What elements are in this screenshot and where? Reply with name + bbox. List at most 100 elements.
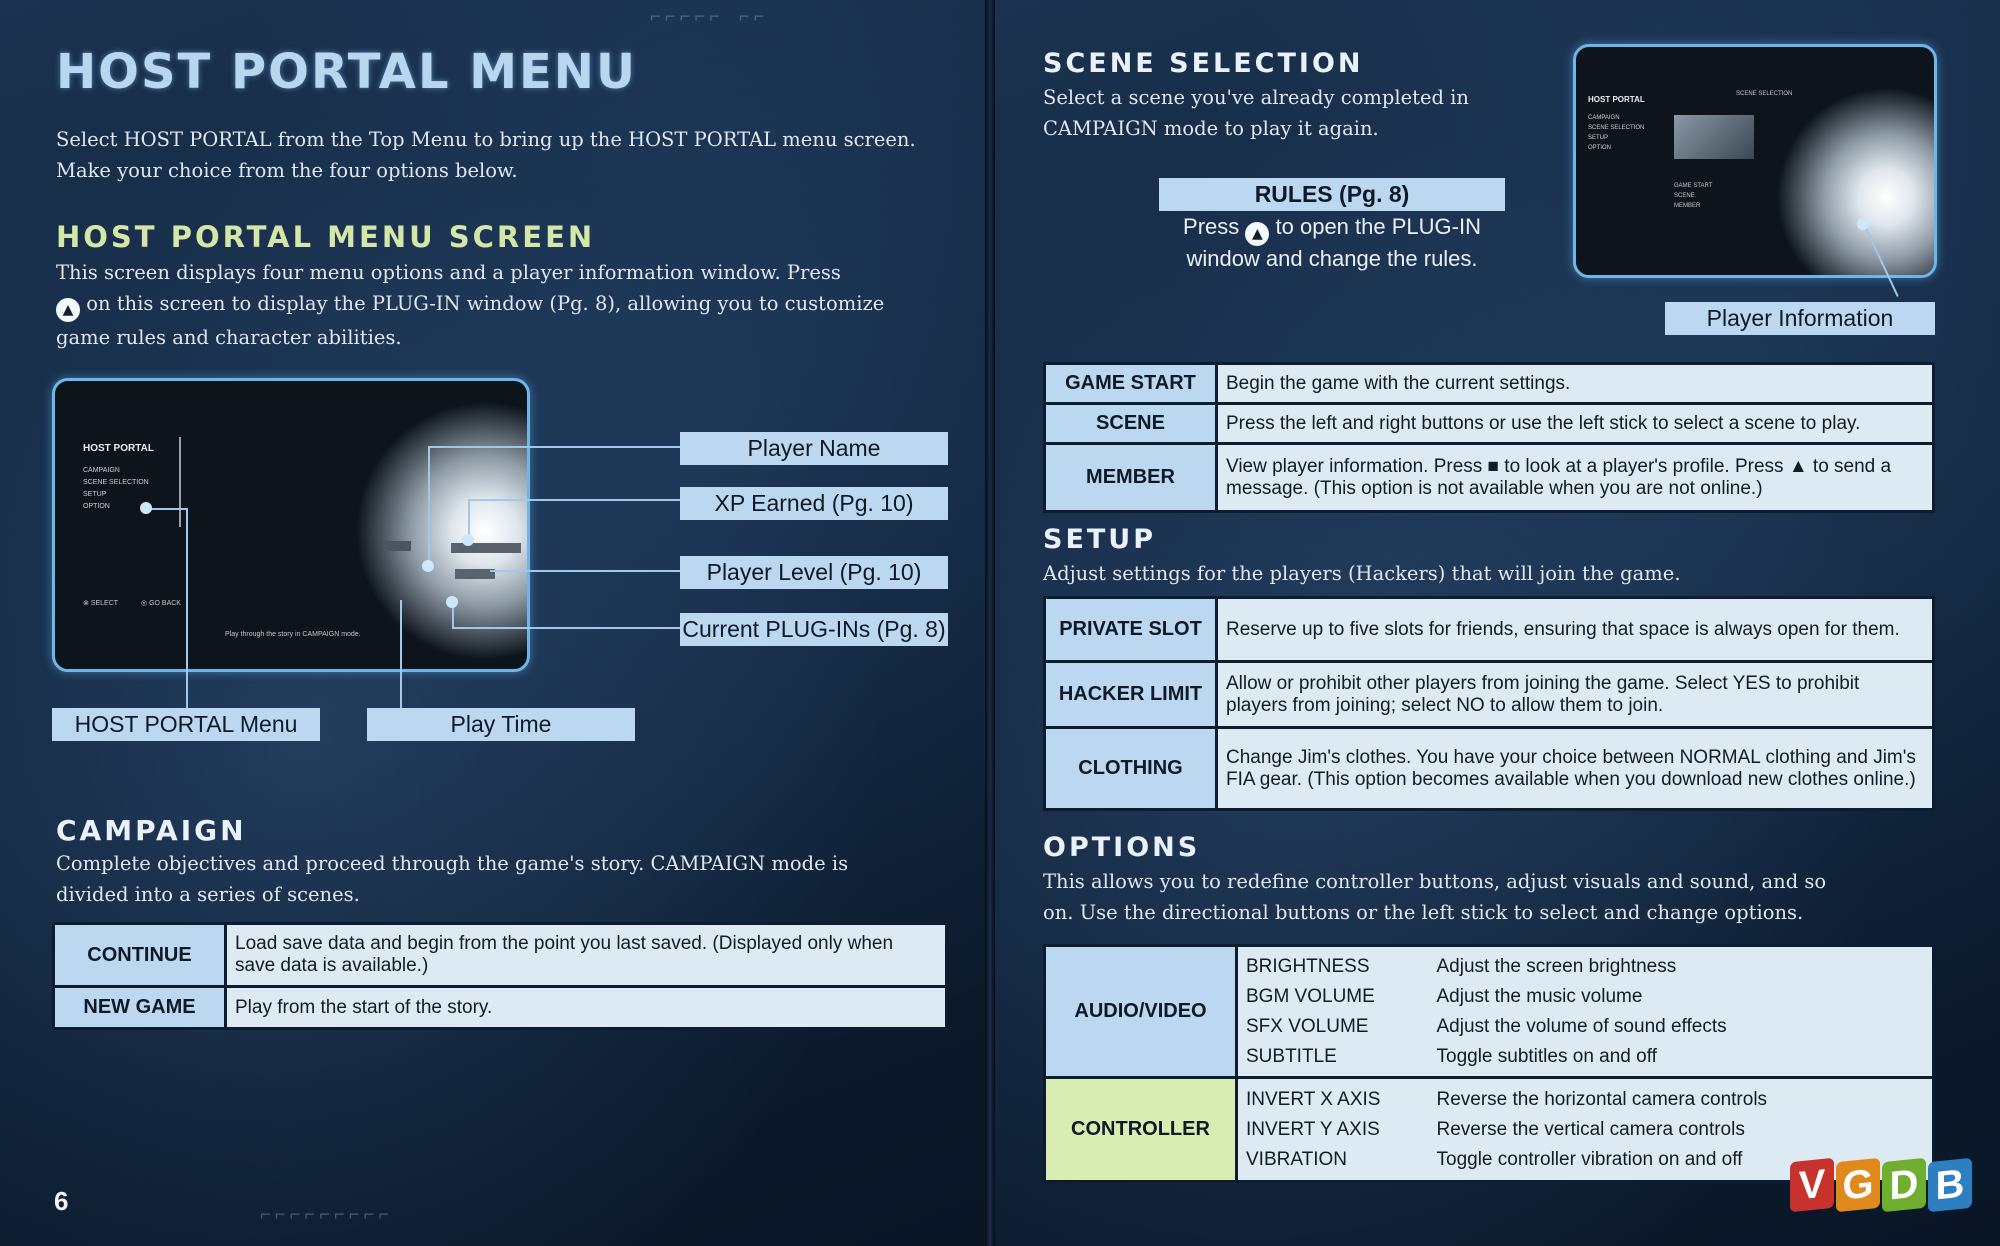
scene-table: GAME START Begin the game with the curre… [1043,362,1935,513]
watermark-letter: G [1836,1157,1880,1213]
option-name: BGM VOLUME [1246,985,1375,1007]
host-portal-screenshot: HOST PORTAL CAMPAIGN SCENE SELECTION SET… [52,378,530,672]
continue-key: CONTINUE [52,922,227,988]
screenshot-select-label: SELECT [90,600,119,607]
triangle-button-icon: ▲ [1245,222,1270,246]
screenshot-playtime-box [383,541,411,551]
table-row: NEW GAME Play from the start of the stor… [52,985,948,1030]
setup-table: PRIVATE SLOT Reserve up to five slots fo… [1043,596,1935,811]
leader-line-player-name-v [428,446,430,566]
leader-dot-plugins [446,596,458,608]
screen-text: This screen displays four menu options a… [56,257,884,353]
options-heading: OPTIONS [1043,832,1201,863]
leader-dot-menu [140,502,152,514]
leader-line-menu [186,508,188,710]
option-name: SUBTITLE [1246,1045,1337,1067]
option-name: BRIGHTNESS [1246,955,1370,977]
private-slot-key: PRIVATE SLOT [1043,596,1218,663]
scene-line-1: Select a scene you've already completed … [1043,86,1469,109]
callout-rules: RULES (Pg. 8) [1159,178,1505,211]
screenshot-menu-item: CAMPAIGN [1588,115,1620,121]
right-page: SCENE SELECTION Select a scene you've al… [995,0,2000,1246]
new-game-value: Play from the start of the story. [224,985,948,1030]
table-row: CLOTHING Change Jim's clothes. You have … [1043,726,1935,811]
leader-line-player-name [428,446,680,448]
triangle-button-icon: ▲ [56,298,80,322]
watermark-letter: B [1928,1157,1972,1213]
leader-line-menu-h [148,508,188,510]
screenshot-name-box [451,543,521,553]
screenshot-back-label: GO BACK [149,600,181,607]
screenshot-menu-item: OPTION [83,503,110,510]
campaign-table: CONTINUE Load save data and begin from t… [52,922,948,1030]
option-name: INVERT Y AXIS [1246,1118,1380,1140]
screenshot-panel-item: GAME START [1674,183,1713,189]
page-title: HOST PORTAL MENU [56,44,637,100]
table-row: SCENE Press the left and right buttons o… [1043,402,1935,445]
private-slot-value: Reserve up to five slots for friends, en… [1215,596,1935,663]
leader-line-plugins [452,627,680,629]
member-value: View player information. Press ■ to look… [1215,442,1935,513]
screen-line-1: This screen displays four menu options a… [56,261,841,284]
setup-heading: SETUP [1043,524,1157,555]
screenshot-select: ⊗ SELECT [83,600,119,607]
option-desc: Adjust the volume of sound effects [1436,1015,1727,1037]
option-desc: Toggle controller vibration on and off [1436,1148,1743,1170]
table-row: MEMBER View player information. Press ■ … [1043,442,1935,513]
member-key: MEMBER [1043,442,1218,513]
watermark-letter: V [1790,1157,1834,1213]
callout-player-level: Player Level (Pg. 10) [680,556,948,589]
setup-text: Adjust settings for the players (Hackers… [1043,562,1681,585]
table-row: AUDIO/VIDEO BRIGHTNESS BGM VOLUME SFX VO… [1043,944,1935,1079]
screenshot-hint: Play through the story in CAMPAIGN mode. [225,631,361,638]
option-name: SFX VOLUME [1246,1015,1369,1037]
page-gutter [985,0,995,1246]
screenshot-menu-item: CAMPAIGN [83,467,120,474]
callout-play-time: Play Time [367,708,635,741]
campaign-line-1: Complete objectives and proceed through … [56,852,849,875]
scene-value: Press the left and right buttons or use … [1215,402,1935,445]
intro-line-1: Select HOST PORTAL from the Top Menu to … [56,128,916,151]
intro-line-2: Make your choice from the four options b… [56,159,518,182]
callout-current-plugins: Current PLUG-INs (Pg. 8) [680,613,948,646]
screenshot-menu-item: SCENE SELECTION [1588,125,1645,131]
controller-key: CONTROLLER [1043,1076,1238,1183]
audio-video-items: BRIGHTNESS BGM VOLUME SFX VOLUME SUBTITL… [1235,944,1429,1079]
scene-heading: SCENE SELECTION [1043,48,1364,79]
screenshot-menu-item: SETUP [1588,135,1609,141]
leader-line-playtime [400,600,402,710]
campaign-text: Complete objectives and proceed through … [56,848,848,910]
new-game-key: NEW GAME [52,985,227,1030]
screenshot-menu-title: HOST PORTAL [1588,95,1645,104]
option-desc: Adjust the music volume [1436,985,1643,1007]
table-row: HACKER LIMIT Allow or prohibit other pla… [1043,660,1935,729]
screenshot-menu-item: OPTION [1588,145,1612,151]
intro-text: Select HOST PORTAL from the Top Menu to … [56,124,916,186]
option-desc: Toggle subtitles on and off [1436,1045,1657,1067]
audio-video-key: AUDIO/VIDEO [1043,944,1238,1079]
leader-line-xp-v [468,499,470,539]
hacker-limit-key: HACKER LIMIT [1043,660,1218,729]
campaign-line-2: divided into a series of scenes. [56,883,360,906]
screenshot-divider [179,437,181,527]
leader-dot-name [422,560,434,572]
leader-dot-player-info [1857,218,1869,230]
campaign-heading: CAMPAIGN [56,814,247,847]
screenshot-level-box [455,569,495,579]
screenshot-menu-item: SETUP [83,491,107,498]
table-row: PRIVATE SLOT Reserve up to five slots fo… [1043,596,1935,663]
rules-text-b: to open the PLUG-IN [1275,214,1481,239]
scene-key: SCENE [1043,402,1218,445]
leader-line-plugins-v [452,600,454,627]
table-row: CONTINUE Load save data and begin from t… [52,922,948,988]
option-name: VIBRATION [1246,1148,1347,1170]
game-start-key: GAME START [1043,362,1218,405]
option-desc: Reverse the horizontal camera controls [1436,1088,1768,1110]
screen-heading: HOST PORTAL MENU SCREEN [56,220,596,254]
callout-player-name: Player Name [680,432,948,465]
watermark-letter: D [1882,1157,1926,1213]
rules-text-c: window and change the rules. [1186,246,1478,271]
screenshot-menu-title: HOST PORTAL [83,443,154,454]
decor-text: ⌐⌐⌐⌐⌐ ⌐⌐ [650,8,769,28]
continue-value: Load save data and begin from the point … [224,922,948,988]
